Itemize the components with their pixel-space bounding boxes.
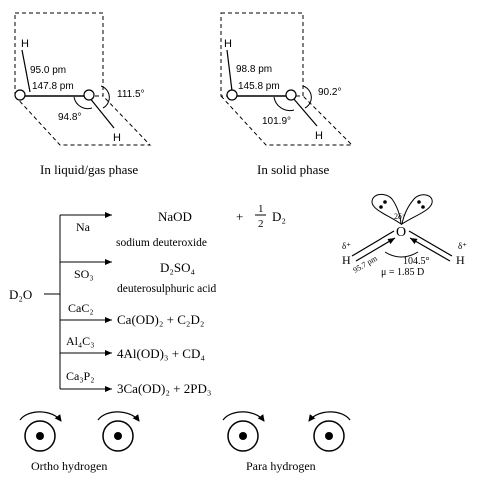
product-d2so4: D₂SO₄ (160, 260, 196, 275)
oh-bond-top (226, 49, 233, 92)
bond-angle-label: 104.5° (403, 256, 430, 267)
product-name-sodium-deuteroxide: sodium deuteroxide (116, 237, 207, 249)
reagent-na: Na (76, 220, 91, 234)
lone-pair-electron (421, 205, 425, 209)
dipole-moment-label: μ = 1.85 D (381, 267, 424, 278)
water-molecule-diagram: 2δ⁻ O H H δ⁺ δ⁺ 95.7 pm 104.5° μ = 1.85 … (342, 194, 467, 278)
product-caod2-pd3: 3Ca(OD)₂ + 2PD₃ (117, 381, 211, 396)
dihedral-plane-upper (14, 12, 104, 97)
atom-h-top: H (21, 38, 29, 50)
reagent-cac2: CaC₂ (68, 301, 94, 315)
lone-pair-electron (417, 200, 421, 204)
lone-pair-lobe-right (401, 194, 433, 226)
half-denominator: 2 (258, 218, 264, 230)
dihedral-angle-arc (302, 85, 312, 109)
dihedral-plane-lower (14, 95, 152, 146)
reagent-so3: SO₃ (74, 267, 94, 281)
oxygen-atom-right (83, 89, 95, 101)
ooh-angle-label: 101.9° (262, 116, 291, 127)
phase-caption-solid: In solid phase (257, 162, 329, 177)
bond-length-label: 95.7 pm (352, 253, 380, 274)
reactant-d2o: D₂O (9, 287, 32, 302)
hydrogen-right-partial-charge: δ⁺ (458, 241, 467, 251)
phase-caption-liquid-gas: In liquid/gas phase (40, 162, 138, 177)
nucleus-ring (24, 420, 56, 452)
oh-bond-bottom (88, 96, 115, 129)
para-hydrogen: Para hydrogen (222, 411, 351, 473)
nucleus-core (239, 432, 247, 440)
oh-bond-bottom (292, 97, 318, 127)
atom-hydrogen-right: H (456, 253, 465, 267)
nucleus-core (114, 432, 122, 440)
oxygen-atom-left (14, 89, 26, 101)
lone-pair-electron (379, 205, 383, 209)
ooh-angle-arc (273, 96, 295, 112)
oh-bond-right (408, 230, 453, 257)
lone-pair-lobe-left (371, 194, 402, 226)
spin-arrow-clockwise-icon (222, 411, 265, 422)
bond-angle-arc (384, 251, 419, 258)
reagent-al4c3: Al₄C₃ (66, 334, 94, 348)
bond-oo-length: 147.8 pm (32, 81, 74, 92)
atom-oxygen: O (396, 225, 406, 240)
reagent-ca3p2: Ca₃P₂ (66, 369, 94, 383)
dihedral-angle-label: 111.5° (117, 89, 145, 100)
oxygen-partial-charge: 2δ⁻ (394, 212, 406, 221)
spin-arrow-clockwise-icon (19, 411, 62, 422)
para-hydrogen-label: Para hydrogen (246, 459, 316, 473)
ortho-hydrogen: Ortho hydrogen (19, 411, 140, 473)
product-name-deuterosulphuric-acid: deuterosulphuric acid (117, 283, 217, 295)
bond-oo-length: 145.8 pm (238, 81, 280, 92)
ooh-angle-label: 94.8° (58, 112, 81, 123)
h2o2-liquid-gas-structure: H H 95.0 pm 147.8 pm 111.5° 94.8° In liq… (14, 12, 152, 177)
atom-h-top: H (224, 38, 232, 50)
nucleus-ring (227, 420, 259, 452)
coproduct-d2: D₂ (272, 209, 286, 224)
ortho-hydrogen-label: Ortho hydrogen (31, 459, 107, 473)
half-numerator: 1 (258, 203, 264, 215)
nucleus-core (36, 432, 44, 440)
plus-sign: + (236, 209, 243, 224)
bond-oh-length: 95.0 pm (30, 65, 66, 76)
d2o-reaction-scheme: D₂O Na NaOD + 1 2 D₂ sodium deuteroxide … (9, 203, 286, 396)
hydrogen-left-partial-charge: δ⁺ (342, 241, 351, 251)
dihedral-angle-arc (100, 85, 110, 109)
bond-oh-length: 98.8 pm (236, 64, 272, 75)
oxygen-atom-left (226, 89, 238, 101)
atom-h-bottom: H (113, 132, 121, 144)
lone-pair-electron (383, 200, 387, 204)
product-naod: NaOD (158, 209, 192, 224)
dipole-arrow-left (355, 237, 396, 262)
nucleus-core (325, 432, 333, 440)
spin-arrow-counterclockwise-icon (308, 411, 351, 422)
nucleus-ring (102, 420, 134, 452)
dihedral-angle-label: 90.2° (318, 87, 341, 98)
product-caod2-c2d2: Ca(OD)₂ + C₂D₂ (117, 312, 204, 327)
oh-bond-left (351, 230, 395, 257)
ooh-angle-arc (73, 96, 93, 110)
dipole-arrow-right (409, 237, 451, 262)
product-aloD3-cd4: 4Al(OD)₃ + CD₄ (117, 346, 205, 361)
atom-h-bottom: H (315, 130, 323, 142)
nucleus-ring (313, 420, 345, 452)
spin-arrow-clockwise-icon (97, 411, 140, 422)
atom-hydrogen-left: H (342, 253, 351, 267)
oxygen-atom-right (285, 89, 297, 101)
h2o2-solid-structure: H H 98.8 pm 145.8 pm 90.2° 101.9° In sol… (220, 12, 354, 177)
oh-bond-top (21, 49, 31, 93)
